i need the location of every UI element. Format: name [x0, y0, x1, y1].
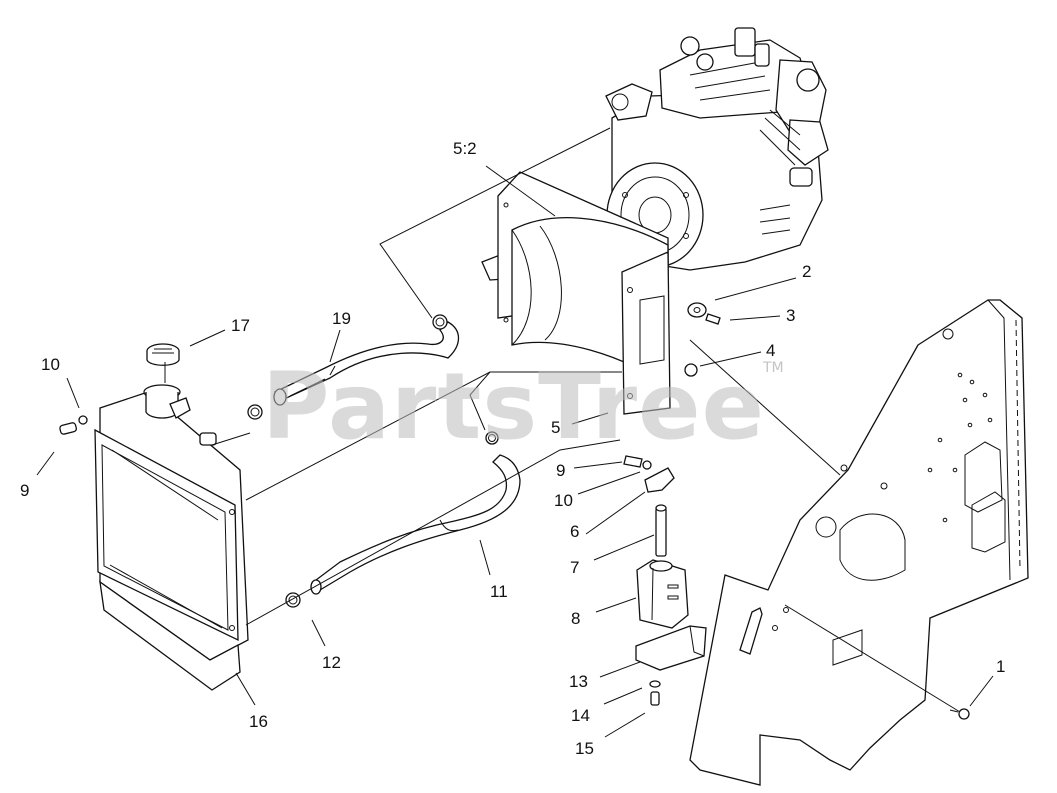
- callout-5: 5: [551, 418, 560, 437]
- callout-9-right: 9: [556, 461, 565, 480]
- callout-9-left: 9: [20, 481, 29, 500]
- callout-16: 16: [249, 712, 268, 731]
- callout-6: 6: [570, 522, 579, 541]
- upper-hose: [247, 314, 460, 420]
- callout-labels: 1 2 3 4 5 5:2 6 7 8 9 10 13 14 15 11 12 …: [20, 139, 1005, 758]
- callout-3: 3: [786, 306, 795, 325]
- engine-assembly: [481, 27, 829, 281]
- callout-5-2: 5:2: [453, 139, 477, 158]
- callout-19: 19: [332, 309, 351, 328]
- bulkhead-panel: [689, 299, 1029, 786]
- callout-10-right: 10: [554, 491, 573, 510]
- radiator-assembly: [94, 384, 249, 691]
- callout-14: 14: [571, 706, 590, 725]
- callout-7: 7: [570, 558, 579, 577]
- watermark: PartsTree: [262, 353, 765, 460]
- callout-15: 15: [575, 739, 594, 758]
- fan-shroud: [497, 171, 671, 415]
- callout-12: 12: [322, 653, 341, 672]
- callout-11: 11: [490, 582, 508, 601]
- callout-4: 4: [766, 341, 775, 360]
- callout-8: 8: [571, 609, 580, 628]
- mount-hardware: [684, 302, 721, 377]
- callout-leaders: [36, 165, 994, 738]
- callout-1: 1: [996, 657, 1005, 676]
- callout-10-left: 10: [41, 355, 60, 374]
- callout-13: 13: [569, 672, 588, 691]
- assembly-lines: [164, 127, 961, 713]
- lower-hose: [285, 431, 521, 608]
- overflow-hose-left: [59, 415, 88, 435]
- radiator-cap: [146, 343, 180, 366]
- watermark-trademark: TM: [762, 360, 784, 376]
- overflow-bottle-assembly: [623, 455, 707, 706]
- callout-2: 2: [802, 262, 811, 281]
- callout-17: 17: [231, 316, 250, 335]
- bolt-part-1: [949, 708, 970, 720]
